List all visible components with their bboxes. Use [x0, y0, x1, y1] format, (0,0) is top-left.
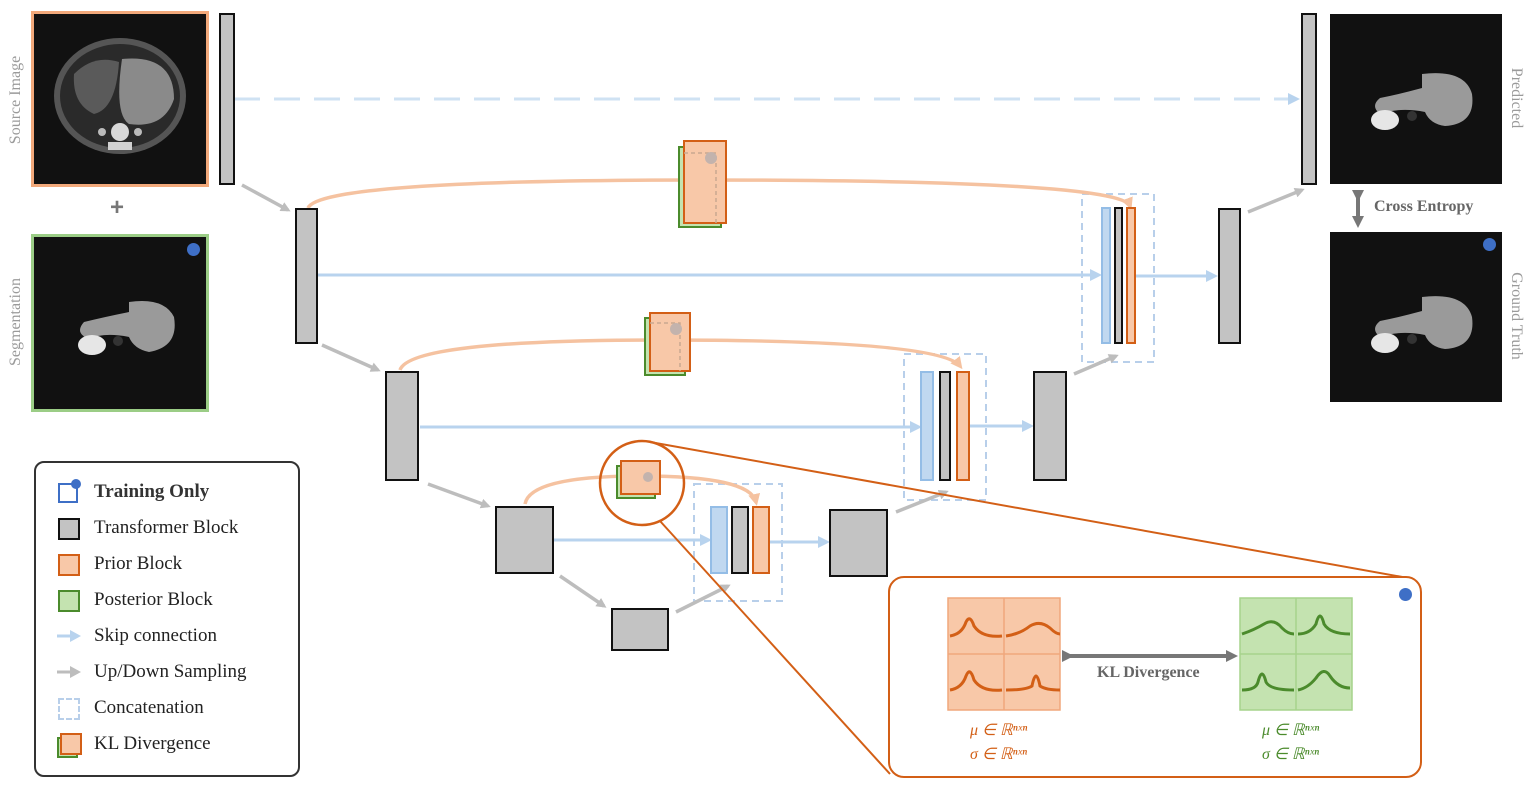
legend-label: Prior Block — [94, 553, 183, 574]
transformer-block-enc1 — [295, 208, 318, 344]
zoom-line-bottom — [659, 520, 891, 775]
training-only-dot — [187, 243, 200, 256]
transformer-block-bottleneck — [611, 608, 669, 651]
predicted-image — [1371, 73, 1473, 130]
legend-item-kl-divergence: KL Divergence — [56, 729, 211, 759]
upsample-arrow-4 — [1247, 188, 1305, 214]
prior-sample-level1 — [1126, 207, 1136, 344]
ground-truth-panel — [1330, 232, 1502, 402]
cross-entropy-label: Cross Entropy — [1374, 198, 1474, 215]
segmentation-image — [78, 301, 175, 355]
legend-label: Posterior Block — [94, 589, 213, 610]
kl-block-level3 — [616, 460, 661, 499]
transformer-block-enc3 — [495, 506, 554, 574]
skip-connection-icon — [56, 623, 82, 649]
legend-label: Concatenation — [94, 697, 204, 718]
segmentation-panel — [31, 234, 209, 412]
prior-block-icon — [56, 551, 82, 577]
upsample-arrow-2 — [895, 489, 949, 514]
skip-feature-level1 — [1101, 207, 1111, 344]
prior-mu-label: μ ∈ ℝⁿˣⁿ — [970, 722, 1028, 739]
upsample-arrow-3 — [1073, 354, 1119, 376]
kl-block-level1 — [678, 140, 727, 228]
ct-scan-image — [54, 38, 186, 154]
upsample-arrow-1 — [675, 584, 731, 614]
transformer-block-dec1 — [1218, 208, 1241, 344]
predicted-panel — [1330, 14, 1502, 184]
transformer-block-input — [219, 13, 235, 185]
plus-sign: + — [110, 194, 125, 221]
legend-item-skip-connection: Skip connection — [56, 621, 217, 651]
legend-label: KL Divergence — [94, 733, 211, 754]
posterior-distribution-grid — [1239, 597, 1353, 711]
zoom-circle — [598, 439, 686, 527]
legend-label: Skip connection — [94, 625, 217, 646]
zoom-line-top — [649, 441, 1409, 579]
kl-divergence-label: KL Divergence — [1097, 664, 1200, 681]
prior-sigma-label: σ ∈ ℝⁿˣⁿ — [970, 746, 1028, 763]
legend-label: Training Only — [94, 481, 210, 502]
downsample-arrow-4 — [559, 574, 607, 608]
concatenation-box-level2 — [903, 353, 987, 501]
downsample-arrow-2 — [321, 343, 381, 372]
prior-sample-level2 — [956, 371, 970, 481]
legend-item-up-down-sampling: Up/Down Sampling — [56, 657, 247, 687]
posterior-block-icon — [56, 587, 82, 613]
training-only-dot — [1483, 238, 1496, 251]
kl-divergence-detail-panel: KL Divergence μ ∈ ℝⁿˣⁿ σ ∈ ℝⁿˣⁿ μ ∈ ℝⁿˣⁿ… — [888, 576, 1422, 778]
kl-block-level2 — [644, 312, 691, 376]
upsampled-feature-level2 — [939, 371, 951, 481]
legend-item-concatenation: Concatenation — [56, 693, 204, 723]
legend-item-training-only: Training Only — [56, 477, 209, 507]
posterior-mu-label: μ ∈ ℝⁿˣⁿ — [1262, 722, 1320, 739]
downsample-arrow-1 — [241, 183, 291, 212]
legend: Training Only Transformer Block Prior Bl… — [34, 461, 300, 777]
legend-item-prior-block: Prior Block — [56, 549, 182, 579]
legend-label: Up/Down Sampling — [94, 661, 247, 682]
training-only-dot — [1399, 588, 1412, 601]
prior-sample-level3 — [752, 506, 770, 574]
transformer-block-icon — [56, 515, 82, 541]
prior-distribution-grid — [947, 597, 1061, 711]
ground-truth-image — [1371, 296, 1473, 353]
source-image-panel — [31, 11, 209, 187]
upsampled-feature-level1 — [1114, 207, 1123, 344]
kl-divergence-icon — [56, 731, 82, 758]
skip-feature-level3 — [710, 506, 728, 574]
transformer-block-enc2 — [385, 371, 419, 481]
transformer-block-output — [1301, 13, 1317, 185]
up-down-sampling-icon — [56, 659, 82, 685]
upsampled-feature-level3 — [731, 506, 749, 574]
transformer-block-dec3 — [829, 509, 888, 577]
skip-feature-level2 — [920, 371, 934, 481]
concatenation-icon — [56, 695, 82, 721]
downsample-arrow-3 — [427, 482, 491, 509]
legend-item-posterior-block: Posterior Block — [56, 585, 213, 615]
training-only-icon — [56, 479, 82, 505]
legend-label: Transformer Block — [94, 517, 239, 538]
transformer-block-dec2 — [1033, 371, 1067, 481]
kl-detail-svg — [947, 597, 1353, 711]
posterior-sigma-label: σ ∈ ℝⁿˣⁿ — [1262, 746, 1320, 763]
legend-item-transformer-block: Transformer Block — [56, 513, 238, 543]
